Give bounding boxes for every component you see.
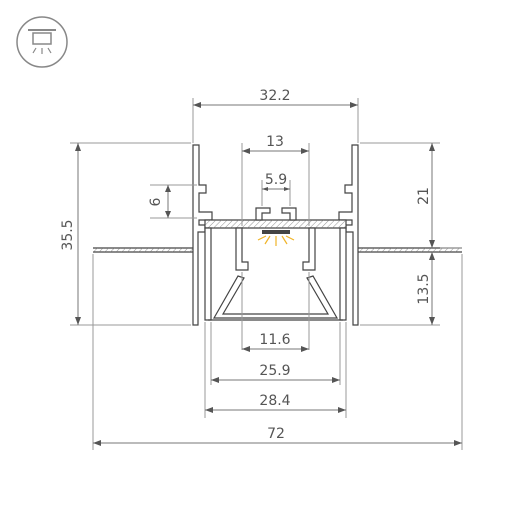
dimension-label-top-width: 32.2 [259, 88, 290, 104]
profile-body [192, 144, 359, 326]
dimension-diffuser-bottom: 11.6 [242, 332, 309, 352]
right-wing [355, 247, 462, 253]
ceiling-light-icon [16, 16, 68, 68]
dimension-flange-height: 6 [148, 185, 171, 218]
dimension-label-upper-height: 21 [416, 187, 432, 205]
dimension-label-inner-width: 13 [266, 134, 284, 150]
dimension-label-total-width: 72 [267, 426, 285, 442]
dimension-upper-height: 21 [416, 143, 435, 248]
dimension-label-body-width: 28.4 [259, 393, 290, 409]
dimension-label-diffuser-bottom: 11.6 [259, 332, 290, 348]
dimension-body-width: 28.4 [205, 393, 346, 413]
dimension-total-width: 72 [93, 426, 462, 446]
dimension-label-diffuser-width: 25.9 [259, 363, 290, 379]
dimension-label-slot-width: 5.9 [265, 172, 287, 188]
dimension-label-flange-height: 6 [148, 197, 164, 206]
left-wing [93, 247, 198, 253]
led-light-icon [257, 235, 295, 246]
extension-lines [70, 98, 463, 450]
dimension-label-total-height: 35.5 [60, 219, 76, 250]
dimension-diffuser-width: 25.9 [211, 363, 340, 383]
dimension-slot-width: 5.9 [262, 172, 290, 191]
dimension-lower-height: 13.5 [416, 252, 435, 325]
dimension-label-lower-height: 13.5 [416, 273, 432, 304]
dimension-top-width: 32.2 [193, 88, 358, 108]
dimension-inner-width: 13 [242, 134, 309, 154]
dimension-total-height: 35.5 [60, 143, 81, 325]
